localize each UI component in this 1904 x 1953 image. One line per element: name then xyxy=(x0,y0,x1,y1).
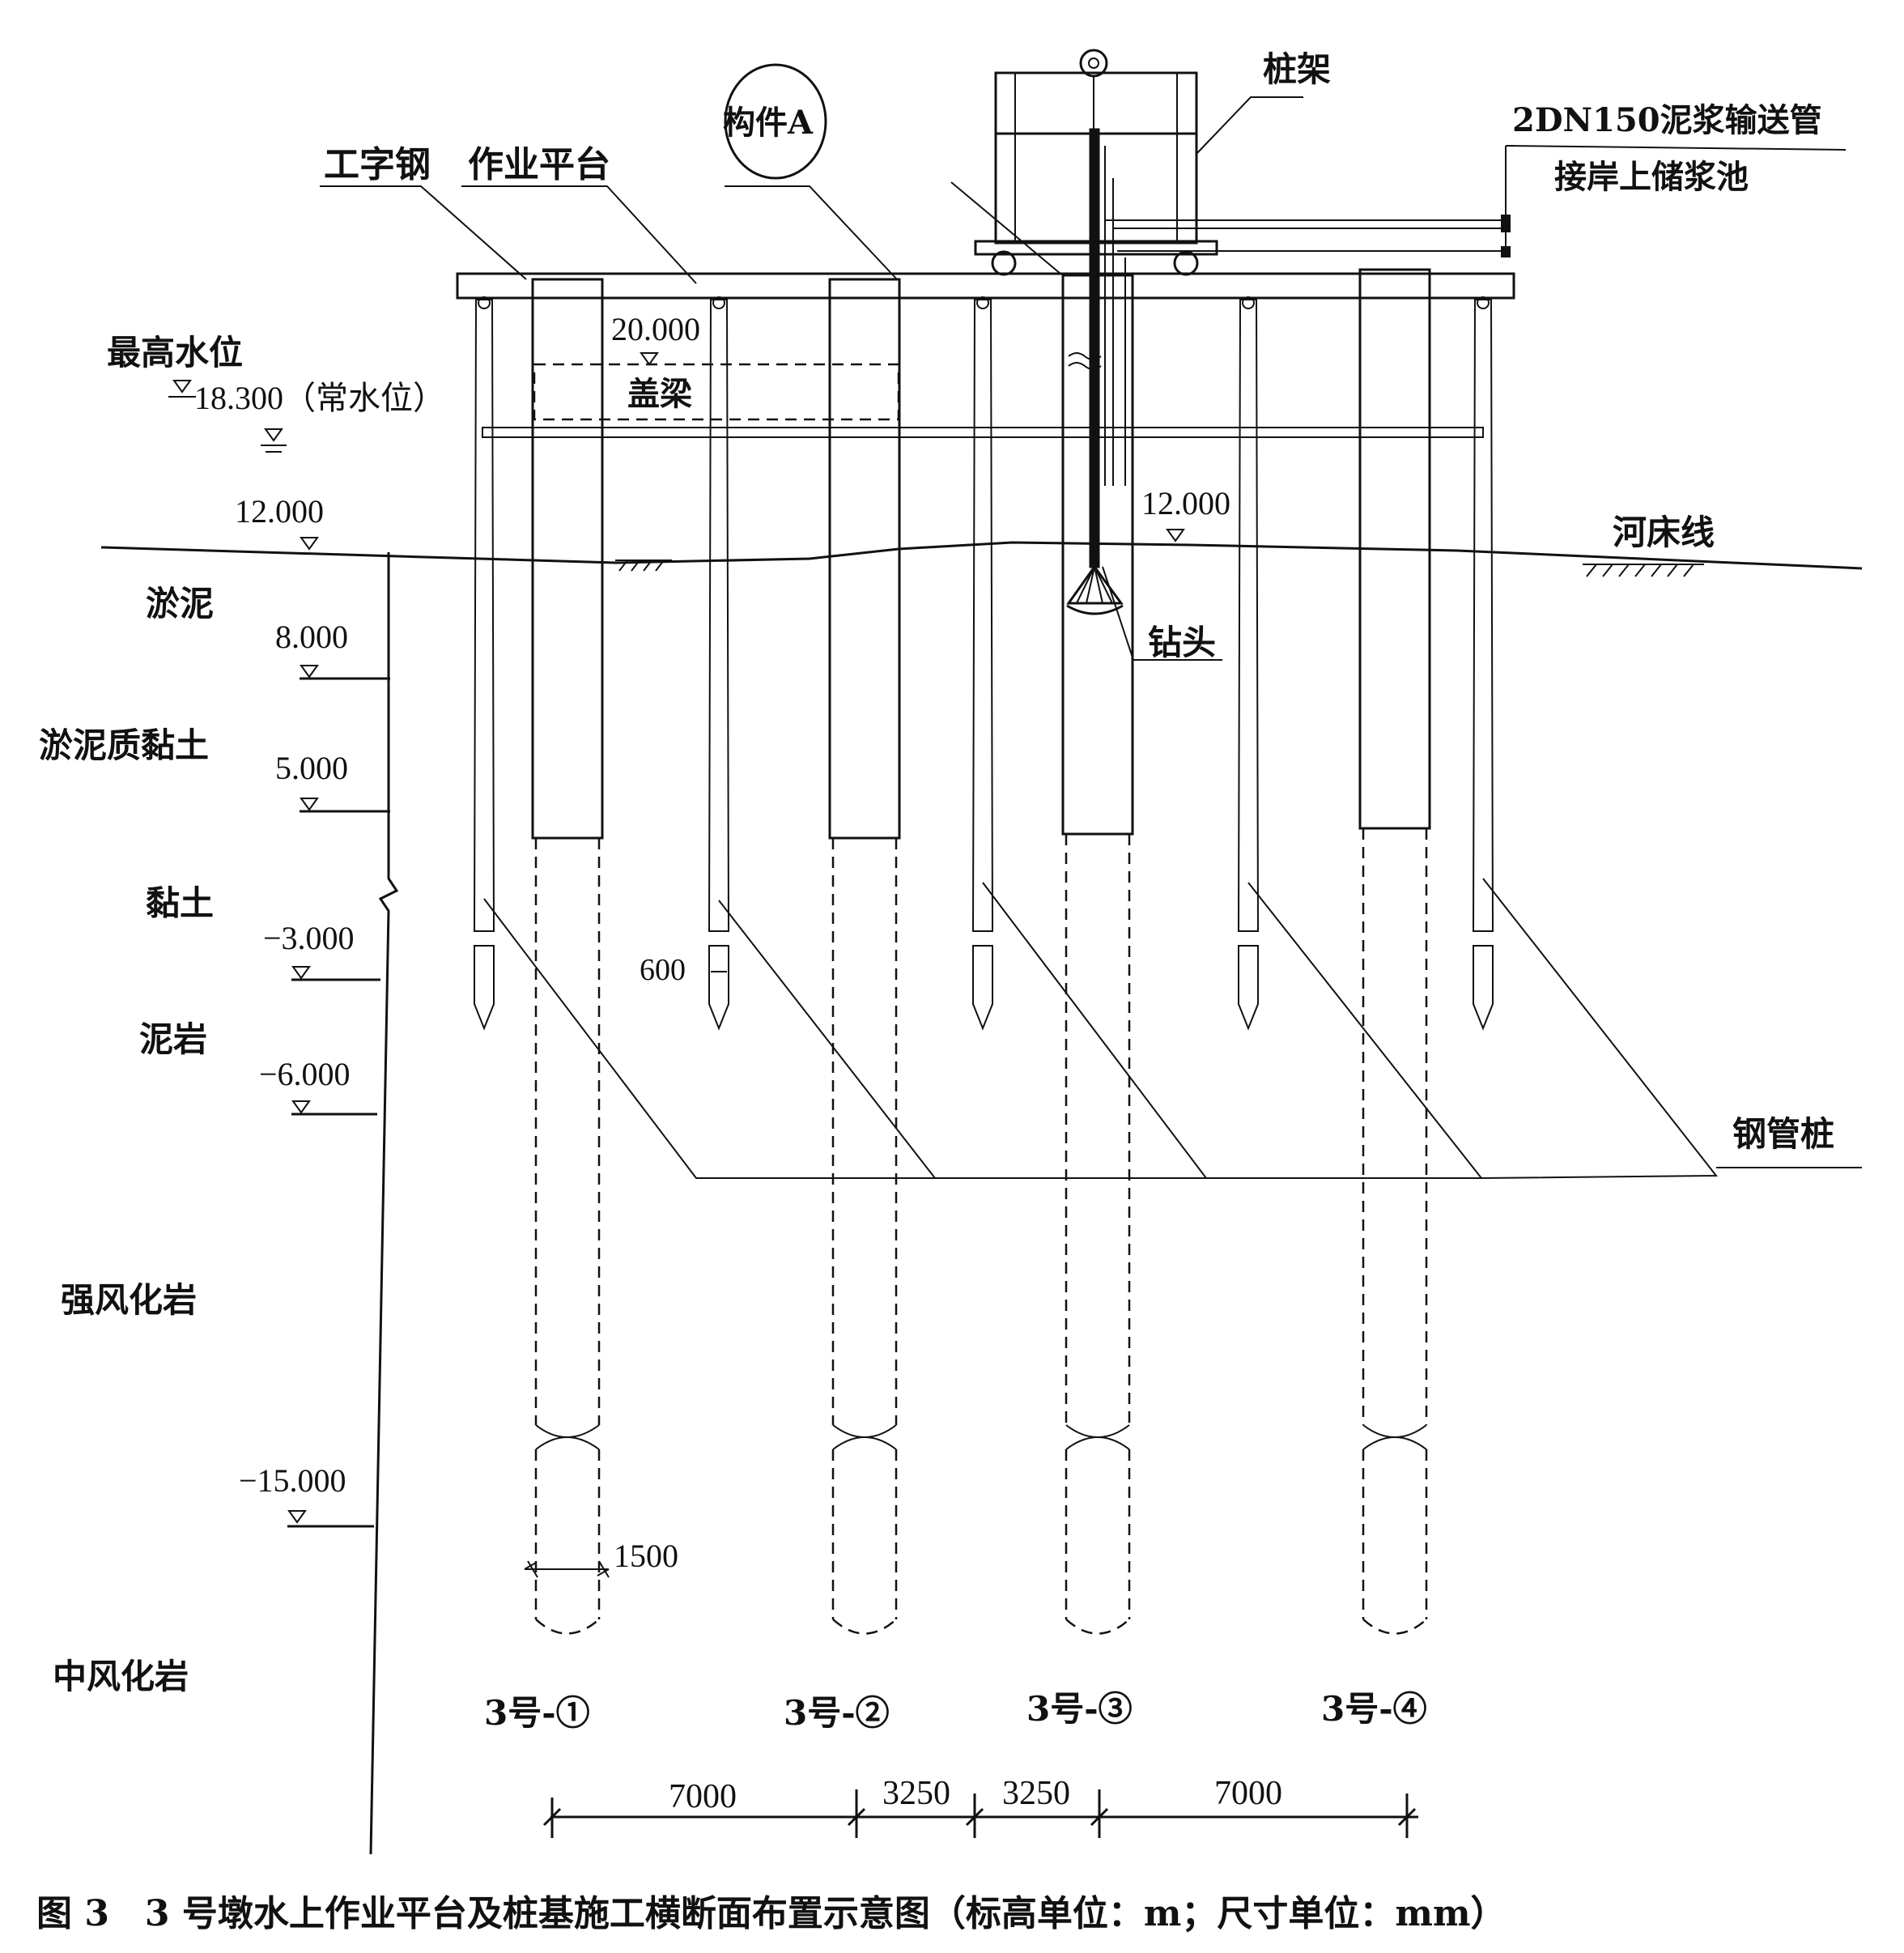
elev-m3: −3.000 xyxy=(263,920,355,956)
dimension-value: 7000 xyxy=(1214,1775,1282,1812)
stratum-label: 黏土 xyxy=(146,883,214,923)
bracing-beam xyxy=(482,427,1484,438)
elev-8: 8.000 xyxy=(275,619,348,655)
pile-label: 3号-① xyxy=(484,1693,590,1733)
dimension-value: 7000 xyxy=(669,1778,737,1815)
elev-20: 20.000 xyxy=(611,311,700,347)
riverbed-line xyxy=(100,541,1863,570)
elev-12-right: 12.000 xyxy=(1141,485,1230,521)
elevation-markers xyxy=(168,352,1185,1524)
steel-pipe-pile xyxy=(473,296,495,1031)
pile-label: 3号-③ xyxy=(1026,1689,1133,1729)
bored-pile-2 xyxy=(828,278,901,1635)
dimension-value: 3250 xyxy=(1002,1775,1070,1812)
riverbed-label: 河床线 xyxy=(1613,513,1715,552)
stratum-label: 淤泥质黏土 xyxy=(39,725,209,765)
elev-m6: −6.000 xyxy=(259,1056,351,1092)
cap-beam-label: 盖梁 xyxy=(627,375,692,413)
bored-pile-4 xyxy=(1358,268,1431,1635)
pile-label: 3号-④ xyxy=(1321,1689,1427,1729)
normal-water-label: 18.300（常水位） xyxy=(194,380,445,416)
cap-beam-outline xyxy=(533,363,900,421)
figure-caption: 图 3 3 号墩水上作业平台及桩基施工横断面布置示意图（标高单位：m；尺寸单位：… xyxy=(36,1893,1507,1934)
stratum-label: 强风化岩 xyxy=(61,1280,197,1320)
stratum-label: 淤泥 xyxy=(146,584,214,623)
component-a-circle xyxy=(724,63,827,180)
pile-frame-label: 桩架 xyxy=(1263,49,1331,89)
leader-lines xyxy=(320,96,1862,1179)
stratum-label: 泥岩 xyxy=(139,1019,207,1059)
bored-pile-1 xyxy=(531,278,604,1635)
steel-pipe-pile xyxy=(1237,296,1260,1031)
elevation-axis xyxy=(369,552,399,1855)
steel-pipe-pile-label: 钢管桩 xyxy=(1732,1114,1834,1154)
platform-label: 作业平台 xyxy=(468,144,610,185)
elev-5: 5.000 xyxy=(275,750,348,786)
pile-dia-label: 600 xyxy=(640,953,686,987)
component-a-label: 构件A xyxy=(723,104,814,142)
elev-m15: −15.000 xyxy=(239,1462,346,1499)
elev-12-left: 12.000 xyxy=(235,493,324,530)
steel-pipe-piles xyxy=(473,296,1494,1031)
steel-pipe-pile xyxy=(708,296,730,1031)
max-water-label: 最高水位 xyxy=(107,333,243,372)
bored-dia-label: 1500 xyxy=(614,1538,678,1574)
work-platform xyxy=(456,272,1515,300)
riverbed-hatch-left xyxy=(615,560,672,572)
bored-dia-dimension xyxy=(524,1560,610,1578)
steel-pipe-pile xyxy=(971,296,994,1031)
pool-label: 接岸上储浆池 xyxy=(1554,158,1749,196)
bored-piles xyxy=(531,268,1431,1635)
pipe-label: 2DN150泥浆输送管 xyxy=(1512,101,1822,139)
riverbed-hatch-right xyxy=(1583,564,1704,577)
i-beam-label: 工字钢 xyxy=(324,144,431,185)
pile-label: 3号-② xyxy=(784,1693,890,1733)
dimension-line xyxy=(542,1789,1418,1838)
drill-head xyxy=(1066,564,1124,615)
steel-pipe-pile xyxy=(1472,296,1494,1031)
stratum-label: 中风化岩 xyxy=(53,1657,189,1696)
drill-head-label: 钻头 xyxy=(1148,623,1216,662)
dimension-value: 3250 xyxy=(882,1775,950,1812)
